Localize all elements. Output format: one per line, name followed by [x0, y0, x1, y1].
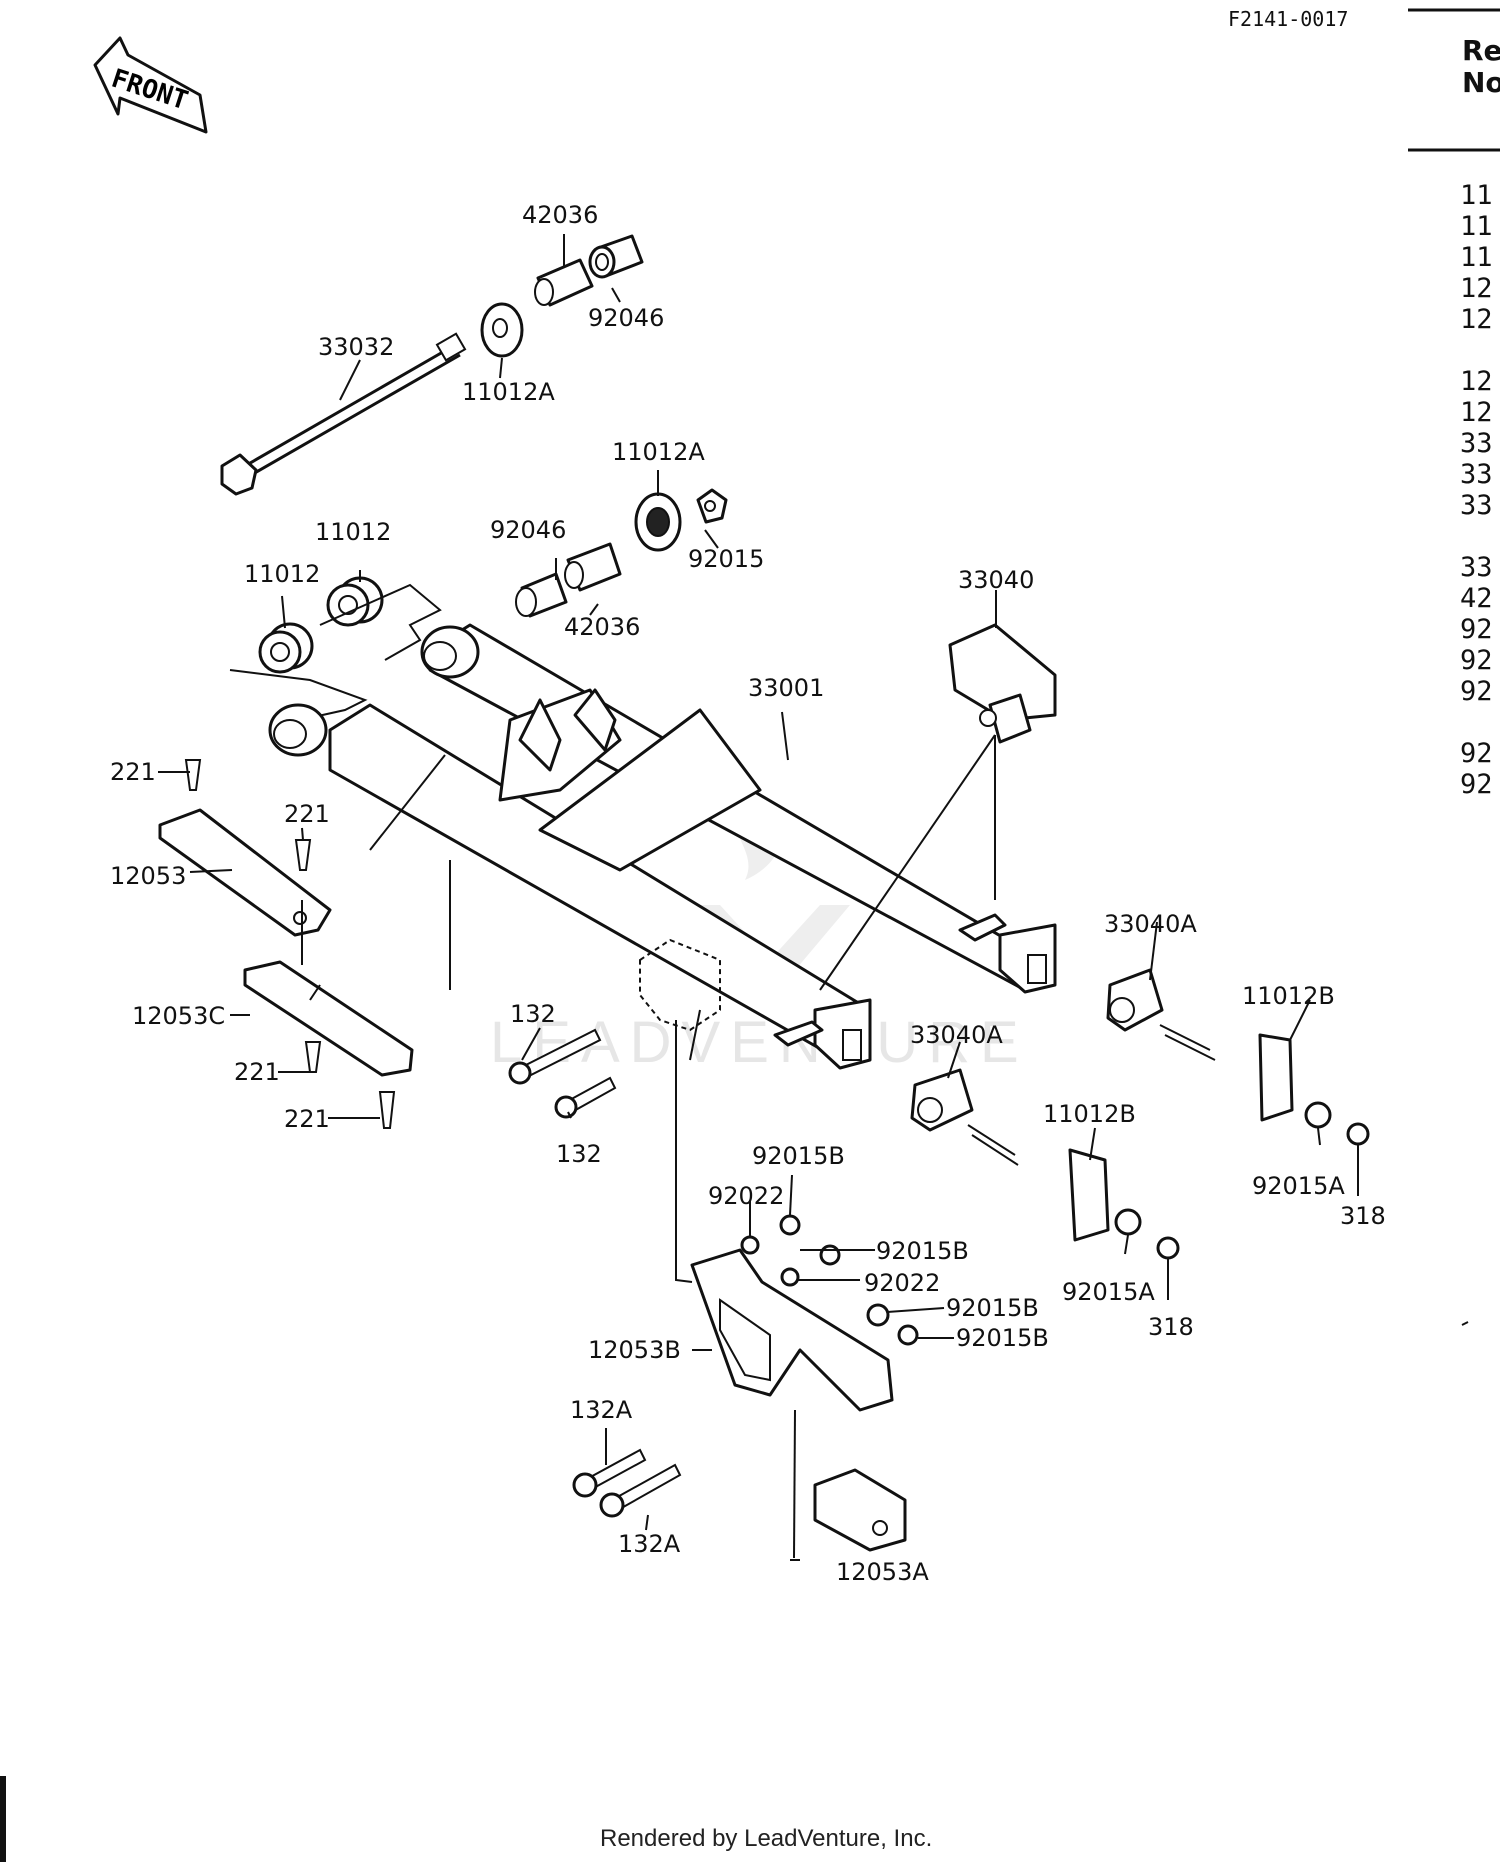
callout-label: 92015B	[946, 1294, 1039, 1322]
ref-row: 42	[1460, 583, 1493, 614]
callout-label: 221	[234, 1058, 280, 1086]
ref-row: 11	[1460, 180, 1493, 211]
ref-row: 33	[1460, 490, 1493, 521]
callout-label: 318	[1340, 1202, 1386, 1230]
leader-lines	[158, 234, 1359, 1561]
adjuster-33040A-left	[910, 1068, 1019, 1166]
plate-11012B-right	[1258, 1033, 1294, 1122]
callout-label: 11012B	[1043, 1100, 1136, 1128]
callout-label: 11012A	[612, 438, 705, 466]
parts-drawing	[158, 234, 1370, 1552]
ref-row: 92	[1460, 614, 1493, 645]
callout-label: 92046	[490, 516, 566, 544]
callout-label: 42036	[522, 201, 598, 229]
chain-guide-12053B	[690, 1248, 894, 1412]
callout-label: 92015	[688, 545, 764, 573]
callout-label: 12053	[110, 862, 186, 890]
bushing-11012-upper	[326, 576, 384, 627]
ref-row: 92	[1460, 676, 1493, 707]
ref-row: 12	[1460, 273, 1493, 304]
callout-label: 92015B	[956, 1324, 1049, 1352]
plate-11012B-left	[1068, 1148, 1110, 1242]
ref-row: 92	[1460, 738, 1493, 769]
callout-labels: 42036 92046 33032 11012A 11012A 92046 92…	[110, 201, 1386, 1586]
ref-row: 11	[1460, 211, 1493, 242]
callout-label: 11012	[244, 560, 320, 588]
callout-label: 132	[556, 1140, 602, 1168]
ref-row: 12	[1460, 397, 1493, 428]
callout-label: 12053B	[588, 1336, 681, 1364]
ref-row: 12	[1460, 304, 1493, 335]
ref-header-line1: Re	[1462, 34, 1500, 67]
ref-row: 92	[1460, 769, 1493, 800]
callout-label: 92046	[588, 304, 664, 332]
ref-row: 33	[1460, 552, 1493, 583]
callout-label: 11012B	[1242, 982, 1335, 1010]
callout-label: 132A	[570, 1396, 633, 1424]
adjuster-block-33040	[948, 623, 1057, 744]
ref-row: 12	[1460, 366, 1493, 397]
page-edge-mark	[0, 1776, 6, 1862]
footer-credit: Rendered by LeadVenture, Inc.	[600, 1825, 932, 1852]
callout-label: 11012A	[462, 378, 555, 406]
callout-label: 132A	[618, 1530, 681, 1558]
ref-column: Re No 11 11 11 12 12 12 12 33 33 33 33 4…	[1408, 8, 1500, 1326]
callout-label: 92015A	[1252, 1172, 1345, 1200]
callout-label: 92015A	[1062, 1278, 1155, 1306]
swingarm-33001	[268, 623, 1057, 1070]
callout-label: 11012	[315, 518, 391, 546]
block-12053A	[813, 1468, 907, 1552]
adjuster-33040A-right	[1106, 968, 1216, 1061]
ref-header-line2: No	[1462, 66, 1500, 99]
guide-12053C	[243, 960, 414, 1077]
callout-label: 42036	[564, 613, 640, 641]
callout-label: 92015B	[876, 1237, 969, 1265]
callout-label: 318	[1148, 1313, 1194, 1341]
ref-row: 33	[1460, 459, 1493, 490]
ref-row: 33	[1460, 428, 1493, 459]
callout-label: 221	[284, 1105, 330, 1133]
callout-label: 221	[284, 800, 330, 828]
callout-label: 92022	[708, 1182, 784, 1210]
callout-label: 12053C	[132, 1002, 225, 1030]
bushing-11012-lower	[258, 622, 314, 674]
callout-label: 132	[510, 1000, 556, 1028]
guide-12053	[158, 808, 332, 937]
callout-label: 92015B	[752, 1142, 845, 1170]
callout-label: 12053A	[836, 1558, 929, 1586]
callout-label: 33032	[318, 333, 394, 361]
ref-row: 11	[1460, 242, 1493, 273]
ref-row: 92	[1460, 645, 1493, 676]
pivot-shaft-33032	[220, 332, 467, 496]
drawing-code: F2141-0017	[1228, 7, 1348, 31]
callout-label: 33001	[748, 674, 824, 702]
callout-label: 92022	[864, 1269, 940, 1297]
callout-label: 33040	[958, 566, 1034, 594]
callout-label: 33040A	[910, 1021, 1003, 1049]
callout-label: 33040A	[1104, 910, 1197, 938]
callout-label: 221	[110, 758, 156, 786]
front-arrow-icon: FRONT	[93, 36, 208, 134]
